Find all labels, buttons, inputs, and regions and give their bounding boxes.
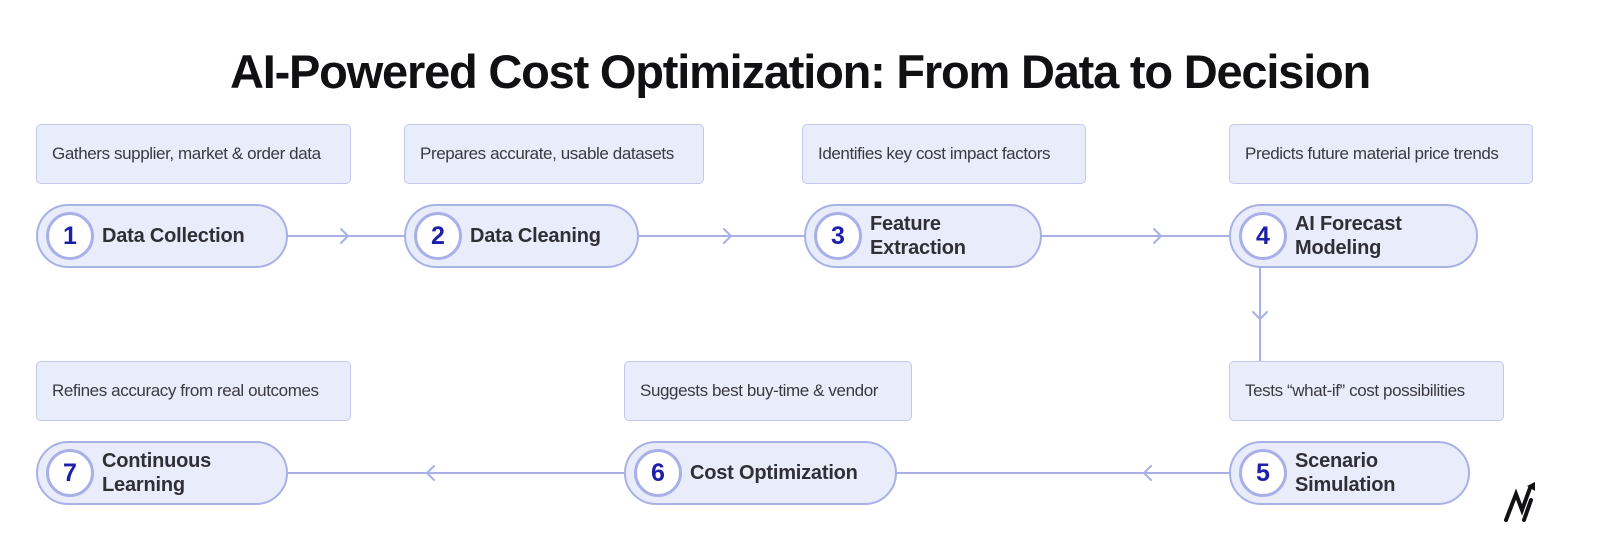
step-6-number: 6 (634, 449, 682, 497)
step-6-description: Suggests best buy-time & vendor (624, 361, 912, 421)
step-6-label: Cost Optimization (690, 461, 858, 485)
step-3-label: Feature Extraction (870, 212, 966, 260)
step-4-number: 4 (1239, 212, 1287, 260)
step-1-label: Data Collection (102, 224, 245, 248)
arrow-down-icon (1252, 311, 1268, 320)
step-7-label-line-1: Continuous (102, 450, 212, 472)
step-4-description: Predicts future material price trends (1229, 124, 1533, 184)
step-3-label-line-1: Feature (870, 213, 941, 235)
step-1-label-line: Data Collection (102, 225, 245, 247)
step-7-number: 7 (46, 449, 94, 497)
arrow-left-icon (426, 465, 435, 481)
step-4-node: 4 AI Forecast Modeling (1229, 204, 1478, 268)
step-2-label-line: Data Cleaning (470, 225, 601, 247)
step-6-label-line: Cost Optimization (690, 462, 858, 484)
arrow-left-icon (1143, 465, 1152, 481)
step-5-label-line-1: Scenario (1295, 450, 1378, 472)
step-1-description: Gathers supplier, market & order data (36, 124, 351, 184)
step-1-number: 1 (46, 212, 94, 260)
step-7-description: Refines accuracy from real outcomes (36, 361, 351, 421)
step-5-label-line-2: Simulation (1295, 474, 1396, 496)
step-2-node: 2 Data Cleaning (404, 204, 639, 268)
arrow-right-icon (1153, 228, 1162, 244)
step-4-label-line-2: Modeling (1295, 237, 1382, 259)
step-5-number: 5 (1239, 449, 1287, 497)
step-3-label-line-2: Extraction (870, 237, 966, 259)
arrow-right-icon (340, 228, 349, 244)
step-1-node: 1 Data Collection (36, 204, 288, 268)
step-3-description: Identifies key cost impact factors (802, 124, 1086, 184)
step-5-description: Tests “what-if” cost possibilities (1229, 361, 1504, 421)
diagram-title: AI-Powered Cost Optimization: From Data … (229, 45, 1371, 98)
step-2-number: 2 (414, 212, 462, 260)
step-5-label: Scenario Simulation (1295, 449, 1395, 497)
step-7-node: 7 Continuous Learning (36, 441, 288, 505)
arrow-right-icon (723, 228, 732, 244)
step-7-label: Continuous Learning (102, 449, 211, 497)
step-3-node: 3 Feature Extraction (804, 204, 1042, 268)
step-4-label-line-1: AI Forecast (1295, 213, 1402, 235)
step-5-node: 5 Scenario Simulation (1229, 441, 1470, 505)
brand-mark-icon (1504, 482, 1535, 522)
step-2-description: Prepares accurate, usable datasets (404, 124, 704, 184)
step-2-label: Data Cleaning (470, 224, 601, 248)
step-6-node: 6 Cost Optimization (624, 441, 897, 505)
step-7-label-line-2: Learning (102, 474, 185, 496)
step-3-number: 3 (814, 212, 862, 260)
step-4-label: AI Forecast Modeling (1295, 212, 1402, 260)
